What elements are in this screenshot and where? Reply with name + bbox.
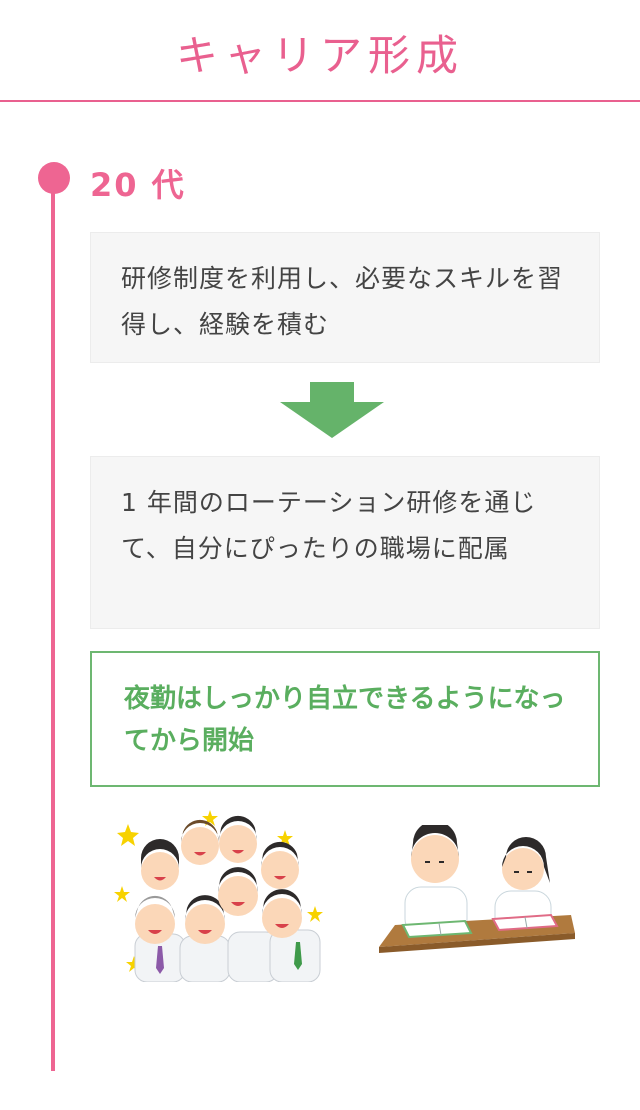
down-arrow-icon [280, 382, 384, 438]
studying-nurses-illustration [379, 825, 575, 953]
page-title: キャリア形成 [175, 31, 464, 80]
step-text: 1 年間のローテーション研修を通じて、自分にぴったりの職場に配属 [121, 488, 537, 563]
step-box-training: 研修制度を利用し、必要なスキルを習得し、経験を積む [90, 232, 600, 363]
page-header: キャリア形成 [0, 0, 640, 102]
night-shift-note: 夜勤はしっかり自立できるようになってから開始 [90, 651, 600, 787]
step-text: 研修制度を利用し、必要なスキルを習得し、経験を積む [121, 264, 564, 339]
step-box-rotation: 1 年間のローテーション研修を通じて、自分にぴったりの職場に配属 [90, 456, 600, 629]
timeline-dot [38, 162, 70, 194]
note-text: 夜勤はしっかり自立できるようになってから開始 [124, 684, 566, 756]
timeline-line [51, 178, 55, 1071]
age-label: 20 代 [90, 166, 186, 204]
cheering-staff-illustration [114, 810, 323, 982]
